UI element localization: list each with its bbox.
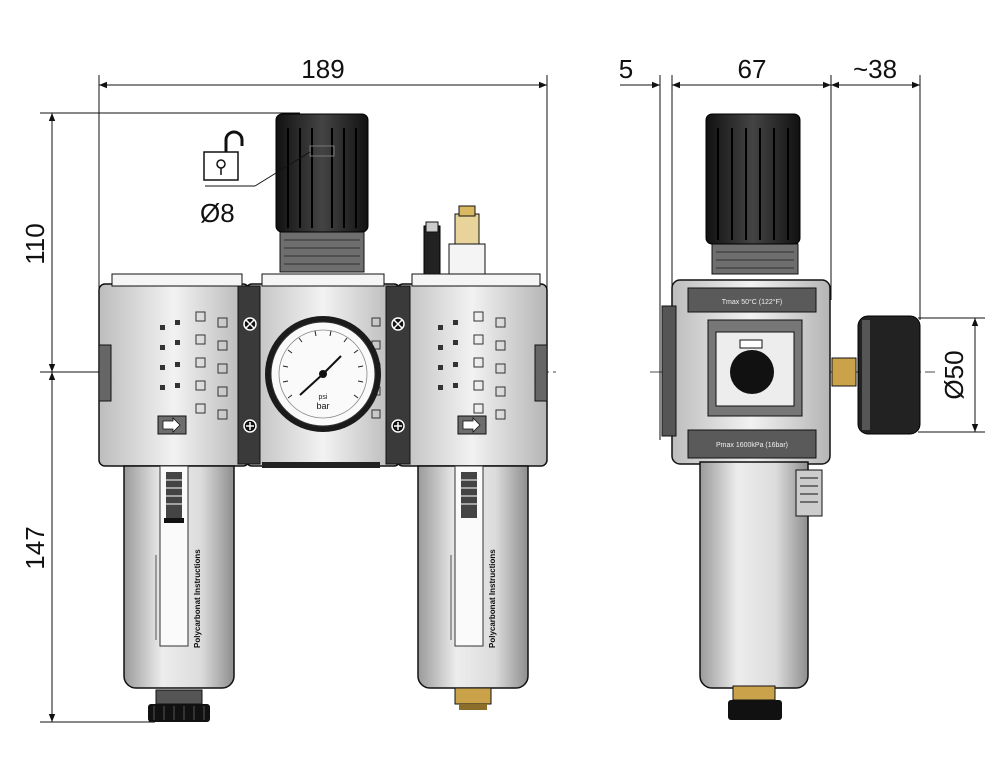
gauge-unit-bar: bar [316, 401, 329, 411]
label-tmax: Tmax 50°C (122°F) [722, 298, 782, 306]
pressure-gauge-icon: psi bar [265, 316, 381, 432]
adjustment-knob-icon [275, 113, 369, 273]
lubricator-bowl-right: Polycarbonat Instructions [417, 465, 529, 710]
flow-arrow-icon [157, 415, 187, 435]
leader-line-2 [254, 151, 311, 187]
dim-offset-left: 5 [619, 54, 633, 84]
label-pmax: Pmax 1600kPa (16bar) [716, 442, 788, 449]
dim-body-depth: 67 [738, 54, 767, 84]
bowl-right-label: Polycarbonat Instructions [488, 549, 497, 648]
bowl-left-label: Polycarbonat Instructions [193, 549, 202, 648]
frl-side-body: Tmax 50°C (122°F) Pmax 1600kPa (16bar) [661, 113, 921, 720]
dim-gauge-diameter: Ø50 [939, 350, 969, 399]
flow-arrow-icon [457, 415, 487, 435]
dim-gauge-projection: ~38 [853, 54, 897, 84]
dimension-overall-width [98, 75, 548, 290]
dim-overall-width: 189 [301, 54, 344, 84]
dim-panel-hole: Ø8 [200, 198, 235, 228]
dim-bottom-height: 147 [20, 526, 50, 569]
fill-plug [423, 205, 486, 275]
dim-top-height: 110 [20, 223, 50, 264]
gauge-unit-psi: psi [319, 394, 328, 401]
filter-bowl-left: Polycarbonat Instructions [123, 465, 235, 722]
frl-front-body [98, 273, 548, 468]
dimension-side [620, 75, 985, 440]
padlock-icon [203, 130, 244, 181]
